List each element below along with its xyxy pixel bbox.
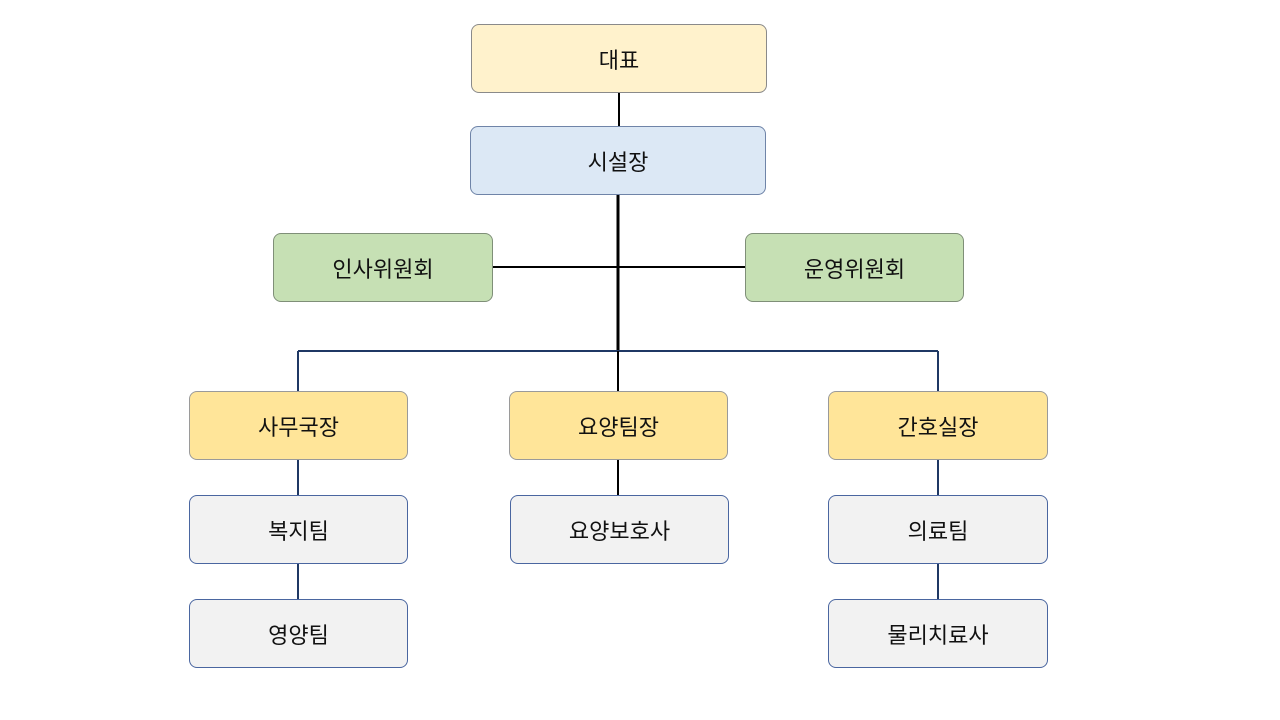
node-nursing-head-label: 간호실장: [897, 415, 979, 441]
node-ceo-label: 대표: [598, 48, 640, 74]
node-director-label: 시설장: [587, 150, 649, 176]
node-caregiver: 요양보호사: [510, 495, 729, 564]
node-medical-team: 의료팀: [828, 495, 1048, 564]
node-care-head: 요양팀장: [509, 391, 728, 460]
node-physiotherapist-label: 물리치료사: [887, 623, 989, 649]
node-nutrition-team-label: 영양팀: [268, 623, 329, 649]
node-welfare-team: 복지팀: [189, 495, 408, 564]
node-admin-head-label: 사무국장: [258, 415, 339, 441]
node-physiotherapist: 물리치료사: [828, 599, 1048, 668]
node-ceo: 대표: [471, 24, 767, 93]
node-director: 시설장: [470, 126, 766, 195]
node-nursing-head: 간호실장: [828, 391, 1048, 460]
node-hr-committee-label: 인사위원회: [332, 257, 434, 283]
node-nutrition-team: 영양팀: [189, 599, 408, 668]
node-medical-team-label: 의료팀: [907, 519, 969, 545]
node-admin-head: 사무국장: [189, 391, 408, 460]
node-operations-committee-label: 운영위원회: [803, 257, 906, 283]
node-hr-committee: 인사위원회: [273, 233, 493, 302]
node-care-head-label: 요양팀장: [578, 415, 659, 441]
node-welfare-team-label: 복지팀: [268, 519, 329, 545]
node-caregiver-label: 요양보호사: [568, 519, 671, 545]
node-operations-committee: 운영위원회: [745, 233, 964, 302]
